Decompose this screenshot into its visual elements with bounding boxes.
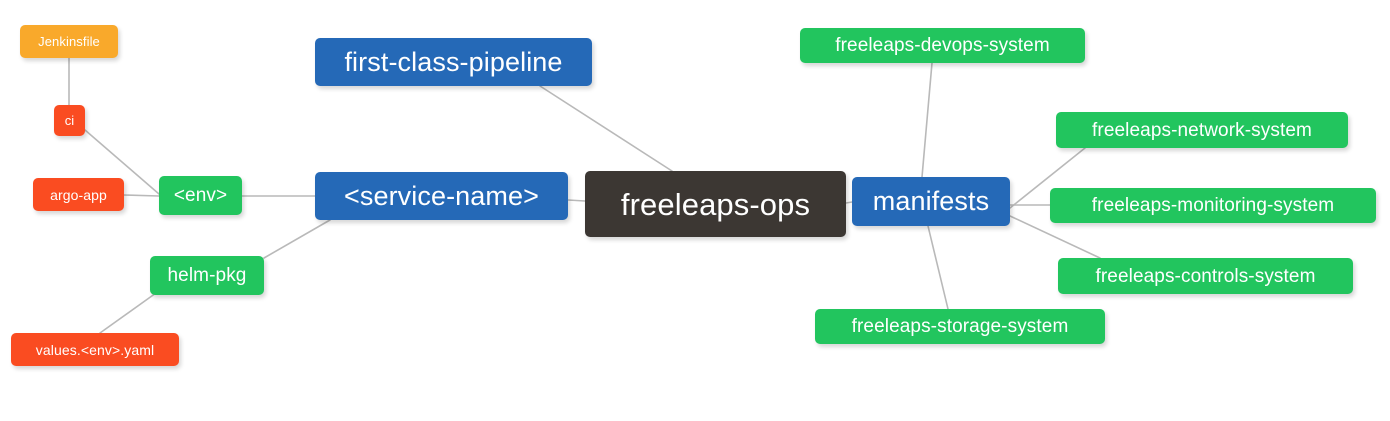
edge-helm-pkg-to-values-yaml <box>99 292 157 334</box>
node-jenkinsfile[interactable]: Jenkinsfile <box>20 25 118 58</box>
node-ci[interactable]: ci <box>54 105 85 136</box>
node-service-name[interactable]: <service-name> <box>315 172 568 220</box>
node-first-class-pipeline[interactable]: first-class-pipeline <box>315 38 592 86</box>
node-manifests[interactable]: manifests <box>852 177 1010 226</box>
node-argo-app[interactable]: argo-app <box>33 178 124 211</box>
node-freeleaps-ops[interactable]: freeleaps-ops <box>585 171 846 237</box>
node-label-freeleaps-ops: freeleaps-ops <box>620 186 811 222</box>
edge-first-class-pipeline-to-freeleaps-ops <box>539 85 673 172</box>
node-label-argo-app: argo-app <box>50 186 107 203</box>
node-freeleaps-network-system[interactable]: freeleaps-network-system <box>1056 112 1348 148</box>
node-label-freeleaps-network-system: freeleaps-network-system <box>1092 119 1312 141</box>
edge-manifests-to-freeleaps-devops-system <box>921 62 933 178</box>
node-env[interactable]: <env> <box>159 176 242 215</box>
node-label-manifests: manifests <box>872 186 990 216</box>
node-label-first-class-pipeline: first-class-pipeline <box>344 46 563 77</box>
node-label-freeleaps-devops-system: freeleaps-devops-system <box>835 35 1050 56</box>
node-freeleaps-controls-system[interactable]: freeleaps-controls-system <box>1058 258 1353 294</box>
node-label-freeleaps-storage-system: freeleaps-storage-system <box>851 316 1069 337</box>
edge-argo-app-to-env <box>123 194 160 197</box>
node-label-ci: ci <box>64 113 75 128</box>
node-values-yaml[interactable]: values.<env>.yaml <box>11 333 179 366</box>
edge-manifests-to-freeleaps-storage-system <box>927 225 949 310</box>
edge-service-name-to-freeleaps-ops <box>567 199 586 202</box>
node-freeleaps-storage-system[interactable]: freeleaps-storage-system <box>815 309 1105 344</box>
node-label-freeleaps-monitoring-system: freeleaps-monitoring-system <box>1091 195 1335 216</box>
node-helm-pkg[interactable]: helm-pkg <box>150 256 264 295</box>
node-label-freeleaps-controls-system: freeleaps-controls-system <box>1095 265 1316 287</box>
node-label-env: <env> <box>173 185 228 206</box>
edge-service-name-to-helm-pkg <box>263 219 331 259</box>
node-label-jenkinsfile: Jenkinsfile <box>38 34 100 49</box>
node-label-service-name: <service-name> <box>344 180 539 211</box>
node-label-helm-pkg: helm-pkg <box>167 265 247 286</box>
node-freeleaps-monitoring-system[interactable]: freeleaps-monitoring-system <box>1050 188 1376 223</box>
node-label-values-yaml: values.<env>.yaml <box>35 341 155 358</box>
node-freeleaps-devops-system[interactable]: freeleaps-devops-system <box>800 28 1085 63</box>
